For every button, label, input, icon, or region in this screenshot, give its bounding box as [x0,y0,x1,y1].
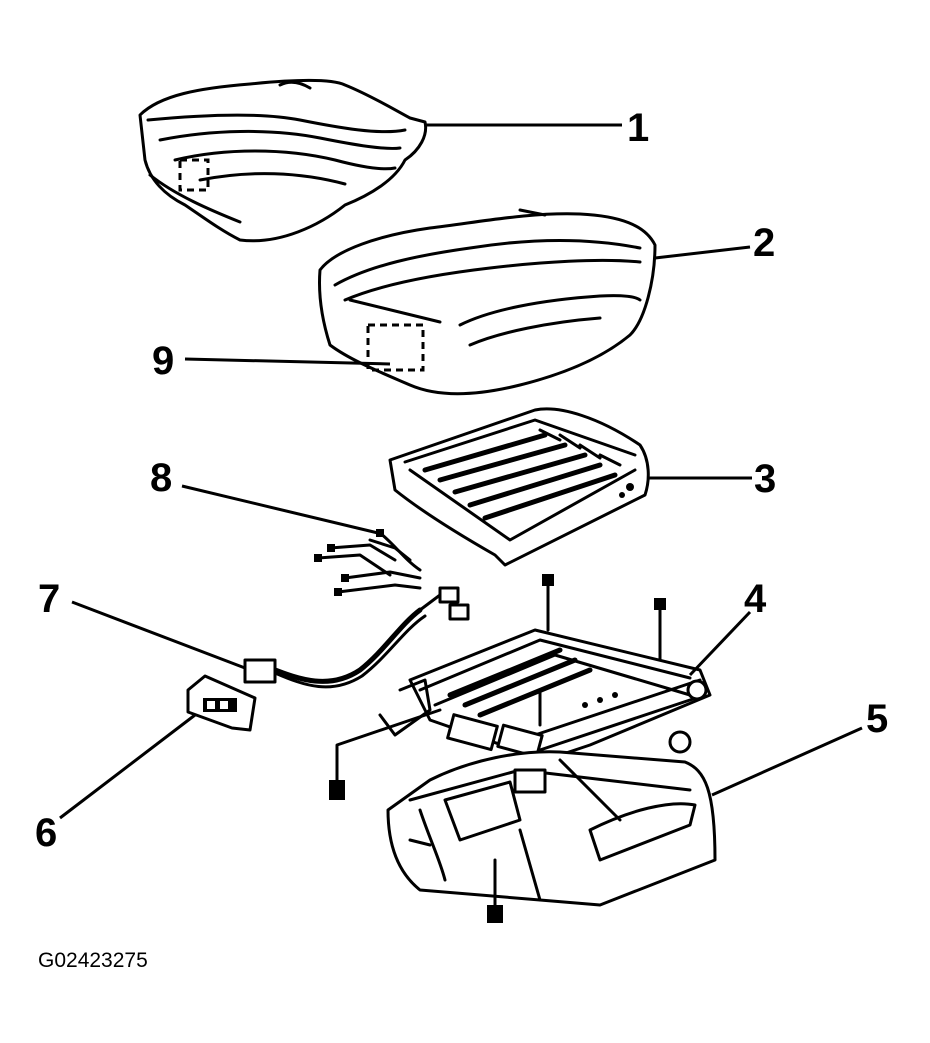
leader-line-9 [184,357,391,366]
leader-line-7 [71,600,246,670]
part-5-seat-riser [386,750,717,923]
part-8-wiring-harness [314,529,422,596]
part-3-seat-frame [388,407,650,567]
callout-2: 2 [753,221,775,265]
part-2-cushion-pad [318,208,657,396]
callout-1: 1 [627,106,649,150]
part-7-switch-harness [243,586,470,689]
callout-3: 3 [754,457,776,501]
leader-line-8 [181,484,379,535]
leader-lines [59,123,863,820]
part-6-seat-switch [186,674,257,732]
callout-6: 6 [35,811,57,855]
callout-8: 8 [150,456,172,500]
leader-line-6 [59,713,196,820]
callout-5: 5 [866,697,888,741]
callout-7: 7 [38,577,60,621]
part-4-seat-adjuster [329,574,712,800]
leader-line-4 [688,610,752,677]
leader-line-2 [654,245,751,260]
part-1-cushion-cover [138,78,428,243]
leader-line-5 [711,726,863,797]
callout-labels: 1 2 3 4 5 6 7 8 9 [35,106,888,855]
callout-4: 4 [744,577,767,621]
callout-9: 9 [152,339,174,383]
figure-id: G02423275 [38,949,148,972]
